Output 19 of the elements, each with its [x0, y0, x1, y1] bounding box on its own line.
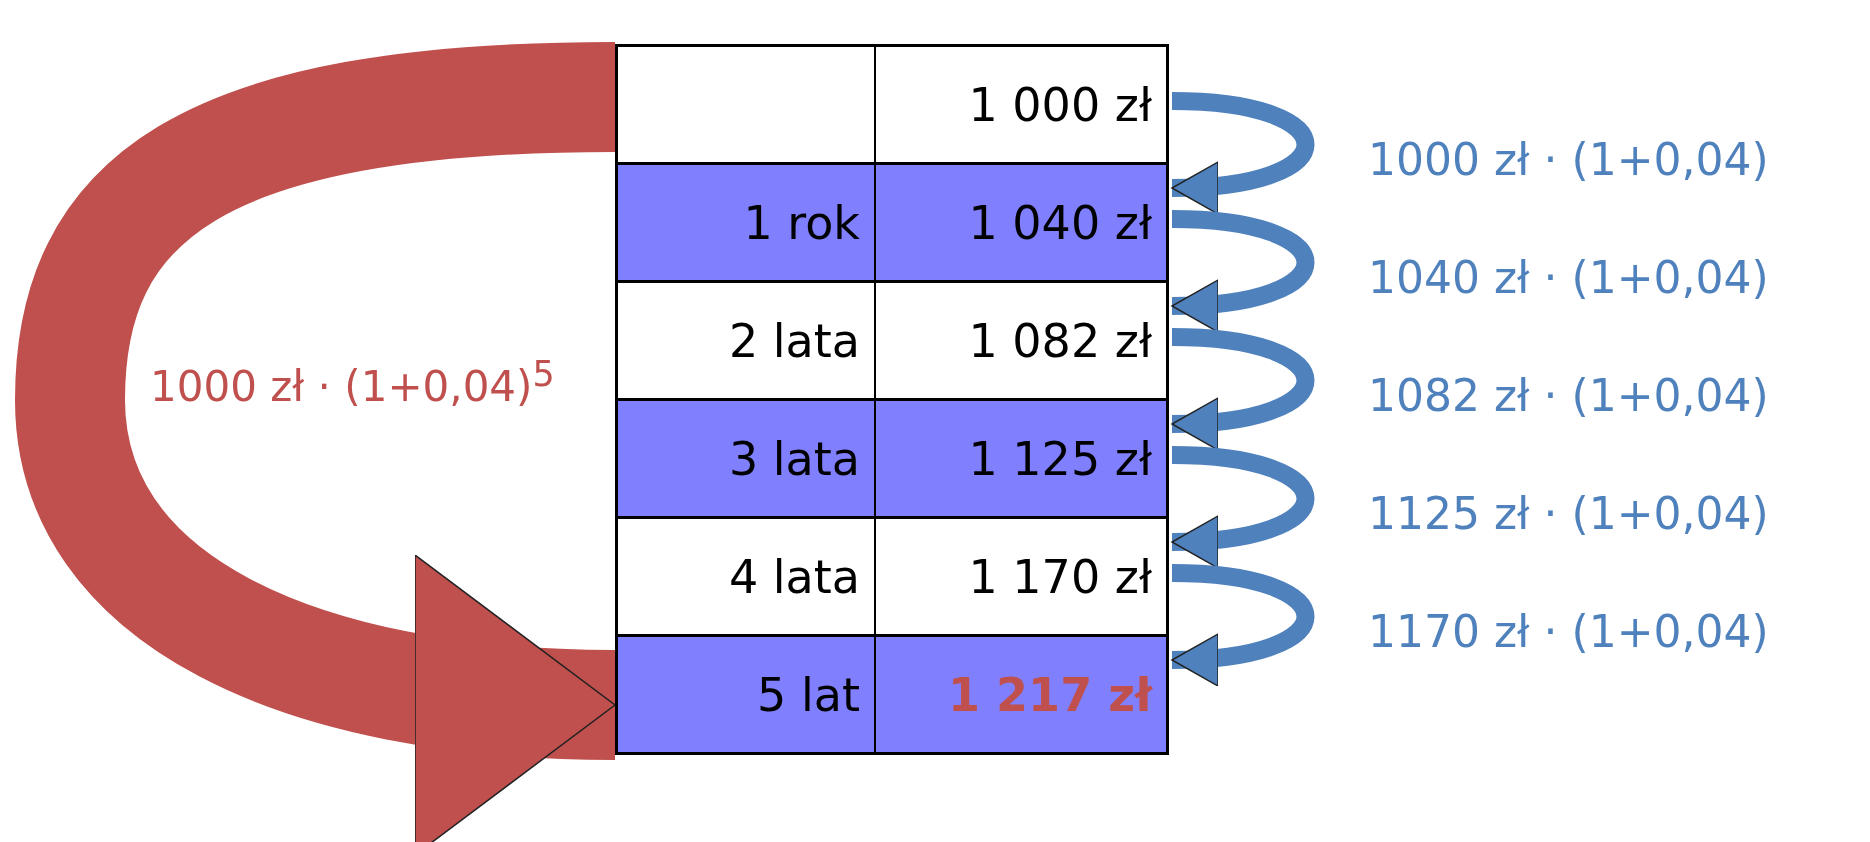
amount-value: 1 000 zł: [967, 76, 1153, 134]
amount-value: 1 170 zł: [967, 548, 1153, 606]
table-row: [615, 516, 1169, 637]
table-row: [615, 280, 1169, 401]
amount-value: 1 217 zł: [947, 666, 1154, 724]
curl-arrow: [1171, 92, 1314, 213]
table-row: [615, 398, 1169, 519]
amount-value: 1 125 zł: [967, 430, 1153, 488]
curl-arrow: [1171, 446, 1314, 567]
table-row: [615, 44, 1169, 165]
year-label: 5 lat: [618, 637, 876, 752]
curl-arrow: [1171, 564, 1314, 685]
table-row: [615, 634, 1169, 755]
amount-value: 1 082 zł: [967, 312, 1153, 370]
curl-arrow: [1171, 328, 1314, 449]
amount-value: 1 040 zł: [967, 194, 1153, 252]
curved-arrow: [15, 42, 617, 842]
curl-arrow: [1171, 210, 1314, 331]
table-row: [615, 162, 1169, 283]
